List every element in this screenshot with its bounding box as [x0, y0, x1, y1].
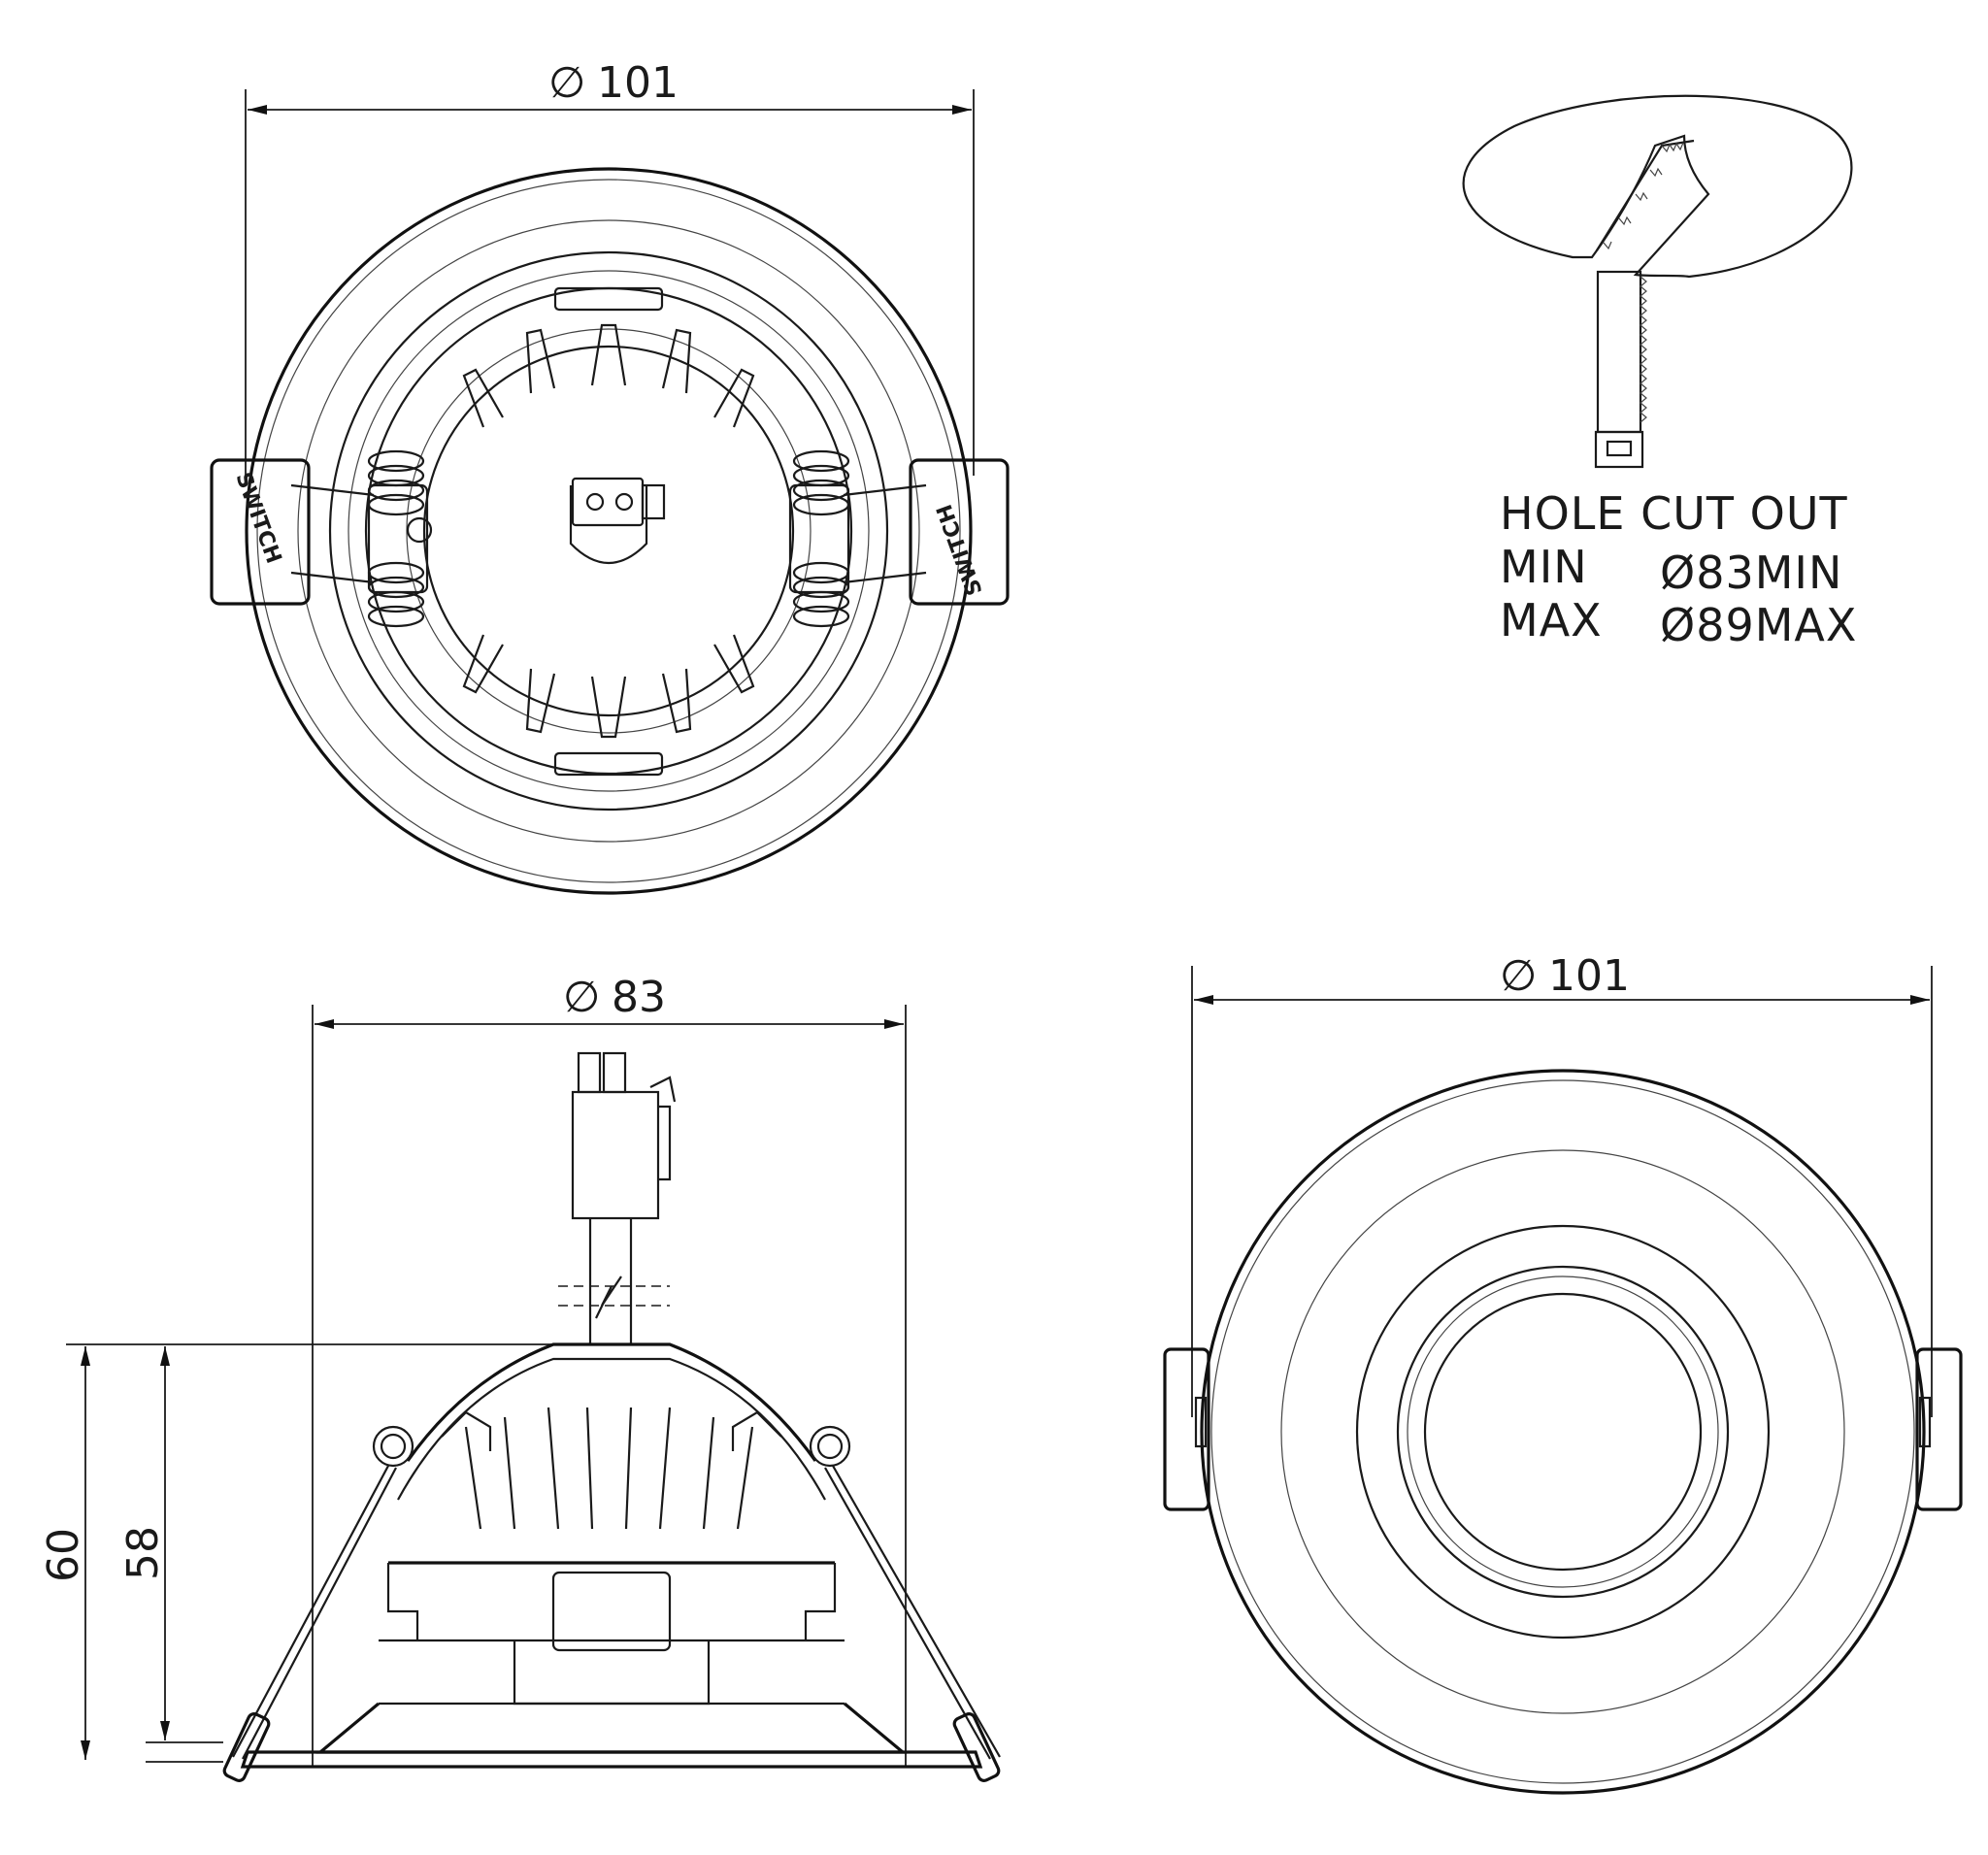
bottom-bezel-ring: [1200, 1069, 1926, 1795]
bottom-spring-tabs: [1163, 1347, 1963, 1511]
front-diameter-dimension: ∅ 83: [312, 973, 907, 1767]
hole-min-label: MIN: [1500, 541, 1588, 593]
saw-icon: [1594, 270, 1647, 469]
top-view: ∅ 101: [210, 58, 1010, 895]
bottom-diameter-symbol: ∅: [1500, 951, 1537, 1001]
cable-connector: [558, 1051, 677, 1344]
body-height-value: 58: [118, 1526, 168, 1580]
bottom-view: ∅ 101: [1163, 951, 1963, 1795]
top-diameter-symbol: ∅: [548, 58, 585, 108]
front-view: ∅ 83 60 58: [39, 973, 1001, 1782]
hole-max-label: MAX: [1500, 594, 1603, 646]
top-diameter-value: 101: [597, 58, 679, 108]
overall-height-value: 60: [39, 1528, 88, 1582]
body-ring: [328, 250, 889, 812]
height-dimensions: 60 58: [39, 1343, 553, 1763]
hole-min-value: Ø83MIN: [1660, 547, 1842, 599]
heatsink-core: [422, 345, 795, 717]
hole-max-value: Ø89MAX: [1660, 599, 1857, 651]
hole-cut-out-illustration: HOLE CUT OUT MIN Ø83MIN MAX Ø89MAX: [1462, 94, 1857, 651]
bezel-flange: [240, 1750, 983, 1769]
bottom-diameter-dimension: ∅ 101: [1191, 951, 1933, 1417]
front-diameter-value: 83: [612, 973, 666, 1022]
left-spring-tab: [210, 458, 311, 606]
hole-cut-out-title: HOLE CUT OUT: [1500, 487, 1848, 540]
top-diameter-dimension: ∅ 101: [245, 58, 975, 476]
right-spring-tab: [909, 458, 1010, 606]
heatsink-fins: [462, 323, 755, 739]
center-connector: [569, 477, 666, 564]
left-spring-clip: SWITCH: [210, 449, 433, 628]
aperture-ring: [1396, 1265, 1730, 1599]
right-brand-label: SWITCH: [933, 501, 988, 599]
bottom-diameter-value: 101: [1548, 951, 1630, 1001]
left-brand-label: SWITCH: [230, 470, 285, 568]
bezel-outer-ring: [245, 167, 973, 895]
front-diameter-symbol: ∅: [563, 973, 600, 1022]
luminaire-body: [240, 1342, 983, 1769]
right-spring-clip: SWITCH: [788, 449, 1010, 628]
front-spring-clips: [222, 1410, 1001, 1782]
lens-aperture: [1423, 1292, 1703, 1572]
